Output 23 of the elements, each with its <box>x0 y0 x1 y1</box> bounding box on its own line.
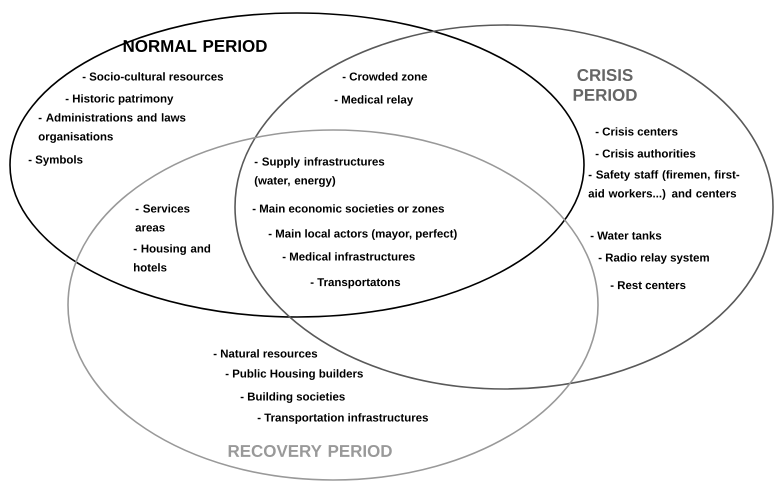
item-text: - Housing and hotels <box>134 244 210 272</box>
item-text: - Crowded zone <box>342 72 428 81</box>
item-text: - Safety staff (firemen, first-aid workers...) and centers <box>588 170 740 200</box>
item-text: - Medical infrastructures <box>282 252 415 261</box>
item-text: - Water tanks <box>590 231 662 240</box>
item-text: - Transportation infrastructures <box>258 413 428 424</box>
item-text: - Transportatons <box>310 278 400 288</box>
item-text: - Radio relay system <box>598 253 709 264</box>
item-text: - Main local actors (mayor, perfect) <box>268 229 457 240</box>
item-text: - Supply infrastructures (water, energy) <box>254 157 384 187</box>
item-text: - Symbols <box>28 155 82 166</box>
item-text: - Socio-cultural resources <box>82 72 224 81</box>
item-text: - Main economic societies or zones <box>252 204 444 213</box>
item-text: - Administrations and laws organisations <box>38 113 186 143</box>
item-text: - Crisis authorities <box>596 149 696 158</box>
item-text: - Services areas <box>136 204 190 232</box>
item-text: - Public Housing builders <box>226 369 363 380</box>
item-text: - Crisis centers <box>596 127 678 136</box>
item-text: - Historic patrimony <box>66 94 174 105</box>
item-text: - Natural resources <box>214 349 318 358</box>
item-text: - Rest centers <box>610 281 686 290</box>
item-text: - Medical relay <box>334 95 414 106</box>
item-text: - Building societies <box>240 392 345 403</box>
